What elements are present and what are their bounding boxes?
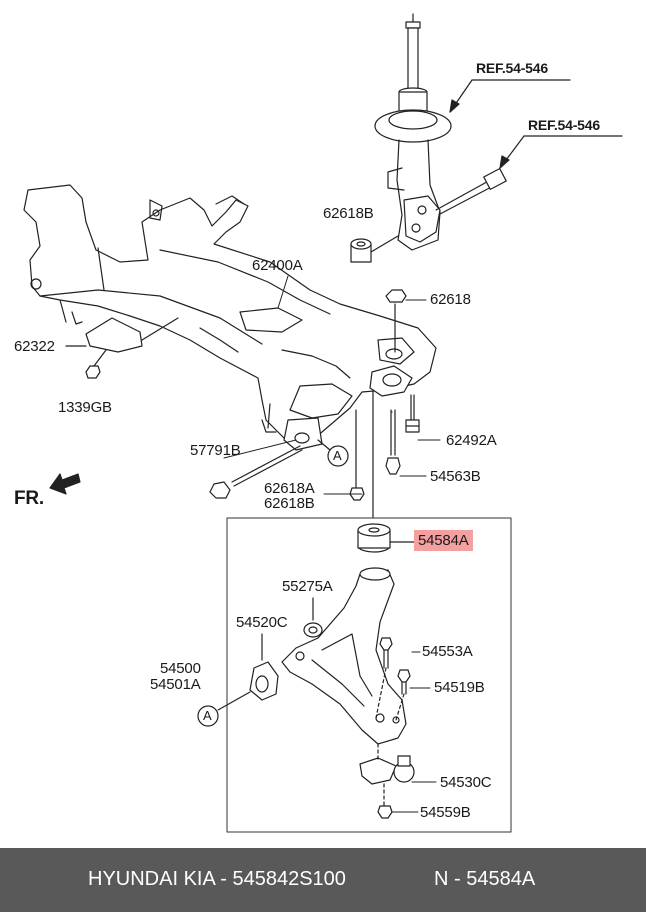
- label-1339GB: 1339GB: [58, 399, 112, 416]
- label-54530C: 54530C: [440, 774, 492, 791]
- washer-55275A: [303, 597, 323, 638]
- label-62618B-lower: 62618B: [264, 495, 315, 512]
- label-ref-bolt: REF.54-546: [528, 117, 600, 133]
- label-62618: 62618: [430, 291, 471, 308]
- nut-62618B-top: [350, 235, 399, 263]
- subframe: [23, 184, 437, 451]
- label-62618B-top: 62618B: [323, 205, 374, 222]
- leader-lines: [65, 275, 441, 813]
- label-54563B: 54563B: [430, 468, 481, 485]
- label-54500: 54500: [160, 660, 201, 677]
- label-62322: 62322: [14, 338, 55, 355]
- bolt-54563B: [385, 409, 401, 475]
- footer-part-text: N - 54584A: [434, 868, 536, 890]
- nut-54559B: [377, 805, 393, 819]
- label-62492A: 62492A: [446, 432, 497, 449]
- label-57791B: 57791B: [190, 442, 241, 459]
- fr-arrow: [49, 473, 81, 495]
- label-55275A: 55275A: [282, 578, 333, 595]
- bolt-57791B: [209, 445, 303, 499]
- label-54501A: 54501A: [150, 676, 201, 693]
- label-62618A: 62618A: [264, 480, 315, 497]
- strut-assembly: [374, 13, 452, 251]
- strut-bolt: [435, 167, 507, 215]
- nut-62618: [385, 289, 407, 353]
- label-54584A: 54584A: [414, 530, 473, 551]
- label-fr: FR.: [14, 488, 45, 509]
- label-54553A: 54553A: [422, 643, 473, 660]
- marker-a-bottom: [197, 691, 251, 727]
- marker-a-top: [317, 439, 349, 467]
- bushing-54584A: [357, 523, 415, 553]
- bracket-62322: [65, 345, 107, 379]
- bolt-54553A: [375, 637, 393, 719]
- footer-brand-text: HYUNDAI KIA - 545842S100: [88, 868, 346, 890]
- bolt-62492A: [405, 394, 420, 433]
- label-54559B: 54559B: [420, 804, 471, 821]
- parts-diagram: [23, 13, 623, 833]
- marker-a-bottom-label: A: [203, 708, 212, 723]
- ref-arrows: [449, 79, 623, 169]
- ball-joint-54530C: [359, 743, 415, 807]
- bolt-54519B: [395, 669, 411, 721]
- marker-a-top-label: A: [333, 448, 342, 463]
- nut-62618A: [349, 409, 365, 501]
- label-ref-top: REF.54-546: [476, 60, 548, 76]
- lower-control-arm: [281, 567, 407, 745]
- label-54519B: 54519B: [434, 679, 485, 696]
- footer-bar: HYUNDAI KIA - 545842S100 N - 54584A: [0, 848, 646, 912]
- lower-arm-box: [226, 517, 512, 833]
- bushing-54520C: [249, 633, 279, 701]
- label-54520C: 54520C: [236, 614, 288, 631]
- label-62400A: 62400A: [252, 257, 303, 274]
